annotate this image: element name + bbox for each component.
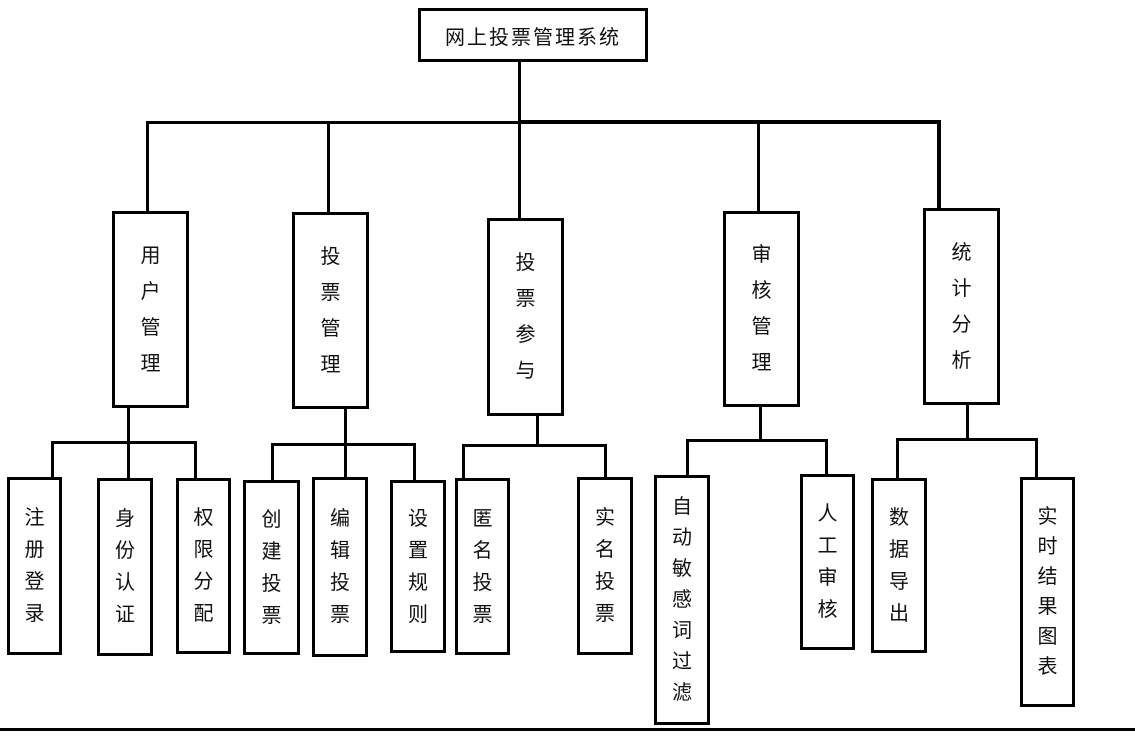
connector-bus-group-1 [51,441,197,444]
connector-bus-group-2 [271,443,416,446]
connector-drop-group5-child2 [1035,438,1038,477]
node-leaf-auto-sensitive-filter: 自动敏感词过滤 [654,475,710,725]
node-branch-review-management-label: 审核管理 [751,244,772,374]
connector-stem-group-5 [966,403,969,441]
node-branch-review-management: 审核管理 [723,211,800,407]
node-leaf-identity-auth: 身份认证 [97,478,153,656]
node-leaf-manual-review: 人工审核 [800,474,855,650]
node-leaf-data-export: 数据导出 [871,478,927,653]
connector-drop-branch-5 [937,120,941,208]
connector-drop-group2-child3 [413,443,416,480]
connector-main-bus-left [146,121,519,124]
connector-root-stem [518,62,521,122]
node-leaf-realname-vote-label: 实名投票 [595,507,615,625]
connector-bus-group-4 [686,439,828,442]
node-branch-user-management-label: 用户管理 [140,244,161,375]
connector-drop-branch-4 [757,121,760,211]
bottom-rule [0,728,1135,731]
node-leaf-realname-vote: 实名投票 [577,477,633,655]
connector-drop-group3-child1 [462,444,465,478]
node-leaf-register-login-label: 注册登录 [24,507,45,625]
connector-drop-group1-child3 [194,441,197,478]
node-leaf-manual-review-label: 人工审核 [817,503,838,621]
node-leaf-realtime-result-charts: 实时结果图表 [1020,477,1075,707]
node-leaf-anonymous-vote-label: 匿名投票 [472,507,493,626]
connector-drop-group4-child2 [825,439,828,474]
connector-drop-group5-child1 [896,438,899,478]
node-leaf-set-rules: 设置规则 [390,480,446,653]
node-branch-vote-participation-label: 投票参与 [515,252,536,382]
node-leaf-edit-vote-label: 编辑投票 [330,508,350,626]
node-branch-statistics-analysis-label: 统计分析 [951,241,972,372]
node-leaf-auto-sensitive-filter-label: 自动敏感词过滤 [672,496,692,704]
connector-drop-branch-2 [327,121,330,212]
connector-drop-group2-child1 [271,443,274,480]
connector-bus-group-5 [896,438,1038,441]
connector-drop-group4-child1 [686,439,689,475]
node-branch-statistics-analysis: 统计分析 [923,208,1000,405]
node-leaf-permission-assign-label: 权限分配 [193,507,214,625]
node-root-label: 网上投票管理系统 [445,26,621,49]
node-branch-vote-participation: 投票参与 [487,218,564,416]
node-leaf-set-rules-label: 设置规则 [408,507,428,626]
node-leaf-edit-vote: 编辑投票 [312,477,368,657]
node-leaf-register-login: 注册登录 [7,477,62,655]
node-leaf-create-vote-label: 创建投票 [261,508,282,627]
connector-drop-branch-1 [146,121,149,211]
connector-drop-branch-3 [518,121,521,218]
connector-stem-group-1 [127,406,130,444]
node-leaf-identity-auth-label: 身份认证 [115,508,135,626]
node-leaf-create-vote: 创建投票 [243,480,300,655]
node-leaf-permission-assign: 权限分配 [176,478,231,654]
node-branch-vote-management-label: 投票管理 [320,245,341,376]
connector-drop-group2-child2 [344,443,347,477]
node-branch-vote-management: 投票管理 [292,212,369,409]
connector-stem-group-3 [536,414,539,447]
node-leaf-realtime-result-charts-label: 实时结果图表 [1037,506,1058,678]
connector-main-bus-right [519,120,941,124]
node-branch-user-management: 用户管理 [112,211,189,408]
node-leaf-data-export-label: 数据导出 [889,506,909,625]
connector-stem-group-2 [344,407,347,446]
connector-drop-group3-child2 [604,444,607,477]
node-root: 网上投票管理系统 [418,8,648,62]
connector-stem-group-4 [759,405,762,442]
connector-drop-group1-child1 [51,441,54,477]
node-leaf-anonymous-vote: 匿名投票 [455,478,510,655]
connector-drop-group1-child2 [127,441,130,478]
connector-bus-group-3 [462,444,607,447]
